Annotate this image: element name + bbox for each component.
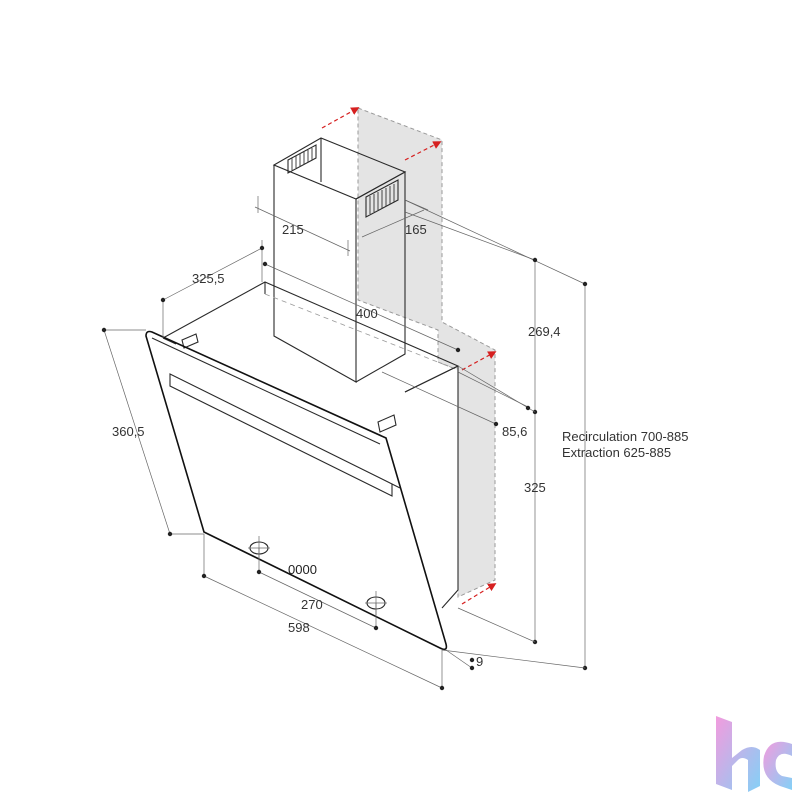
chimney-vent-right (365, 179, 399, 218)
chimney-width-label: 215 (282, 222, 304, 237)
glass-height-label: 360,5 (112, 424, 145, 439)
top-width-label: 400 (356, 306, 378, 321)
top-depth-label: 325,5 (192, 271, 225, 286)
hood-height-label: 325 (524, 480, 546, 495)
wall-clearance-area (357, 107, 496, 598)
glass-thickness-label: 9 (476, 654, 483, 669)
chimney-depth-label: 165 (405, 222, 427, 237)
dimension-labels: 215 165 325,5 400 360,5 269,4 85,6 325 2… (112, 222, 688, 669)
control-spacing-label: 270 (301, 597, 323, 612)
hood-depth-label: 85,6 (502, 424, 527, 439)
hood-body (162, 281, 460, 609)
dimension-lines (101, 196, 588, 691)
brand-logo-icon (716, 716, 792, 792)
chimney-height-label: 269,4 (528, 324, 561, 339)
chimney-vent-left (287, 144, 317, 174)
extraction-label: Extraction 625-885 (562, 445, 671, 460)
recirculation-label: Recirculation 700-885 (562, 429, 688, 444)
control-display: 0000 (288, 562, 317, 577)
glass-panel (145, 330, 448, 651)
extension-arrows (321, 107, 497, 605)
total-width-label: 598 (288, 620, 310, 635)
chimney (272, 137, 407, 383)
